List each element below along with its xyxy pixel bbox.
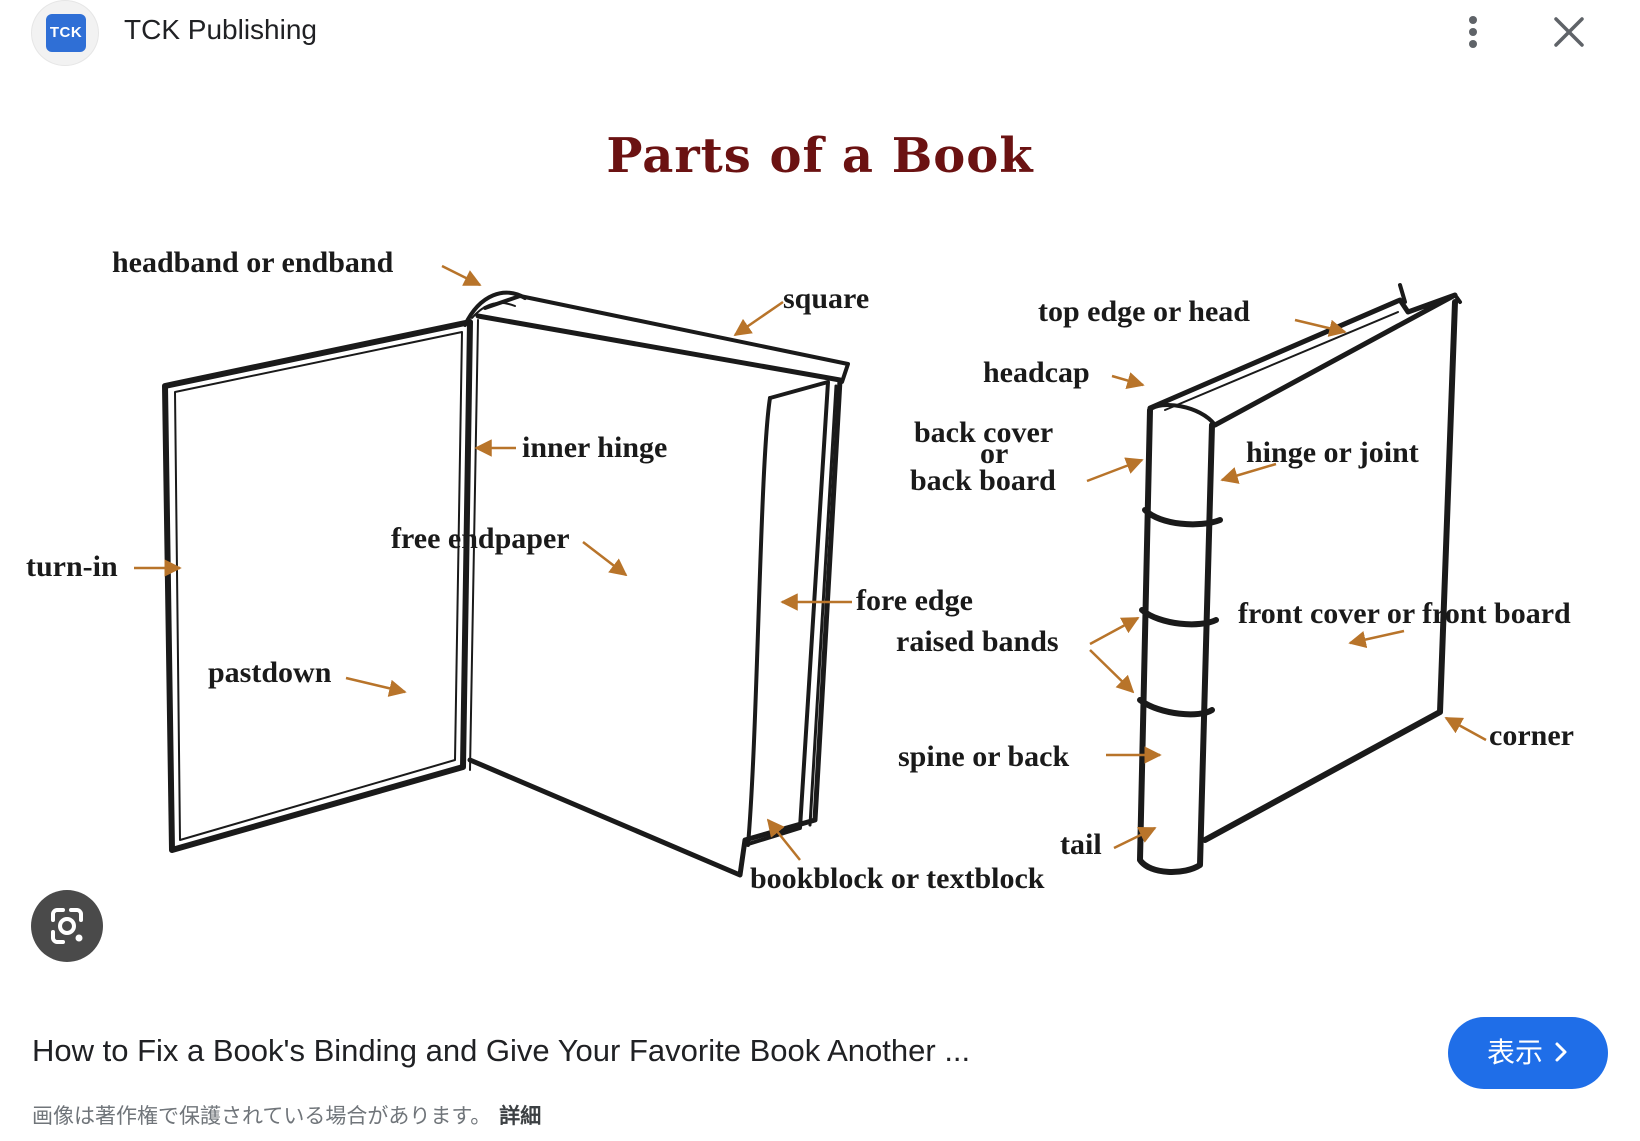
header: TCK TCK Publishing [0, 0, 1640, 70]
diagram-title: Parts of a Book [606, 128, 1034, 184]
arrow-tail [1113, 826, 1157, 850]
site-name[interactable]: TCK Publishing [124, 14, 317, 45]
label-fore-edge: fore edge [856, 584, 973, 617]
details-link[interactable]: 詳細 [499, 1104, 542, 1128]
more-vertical-icon [1469, 16, 1477, 48]
google-lens-icon [51, 908, 83, 944]
callout-arrows [134, 264, 1487, 861]
label-square: square [783, 282, 869, 315]
label-front-cover: front cover or front board [1238, 597, 1571, 630]
book-parts-diagram: headband or endband square top edge or h… [26, 246, 1574, 895]
more-options-button[interactable] [1451, 10, 1495, 54]
label-inner-hinge: inner hinge [522, 431, 667, 464]
site-logo[interactable]: TCK [31, 0, 99, 66]
label-turn-in: turn-in [26, 550, 118, 583]
label-top-edge: top edge or head [1038, 295, 1250, 328]
open-book-drawing [162, 290, 850, 878]
arrow-pastdown [345, 676, 407, 697]
result-title-link[interactable]: How to Fix a Book's Binding and Give You… [32, 1033, 971, 1068]
label-back-cover-line1: back cover [914, 416, 1053, 449]
close-icon [1554, 17, 1584, 47]
label-bookblock: bookblock or textblock [750, 862, 1045, 895]
label-corner: corner [1489, 719, 1574, 752]
arrow-free-endpaper [582, 541, 628, 577]
preview-image[interactable]: Parts of a Book [0, 80, 1640, 980]
close-button[interactable] [1547, 10, 1591, 54]
label-back-cover-line3: back board [910, 464, 1056, 497]
arrow-square [733, 300, 784, 337]
label-headband: headband or endband [112, 246, 394, 279]
label-raised-bands: raised bands [896, 625, 1059, 658]
arrow-back-cover [1086, 457, 1144, 483]
label-pastdown: pastdown [208, 656, 332, 689]
arrow-raised-bands-upper [1089, 616, 1140, 646]
arrow-headcap [1111, 372, 1145, 390]
lens-search-button[interactable] [31, 890, 103, 962]
copyright-notice: 画像は著作権で保護されている場合があります。詳細 [32, 1100, 541, 1130]
label-headcap: headcap [983, 356, 1090, 389]
arrow-headband [441, 264, 482, 287]
arrow-front-cover [1348, 629, 1405, 649]
chevron-right-icon [1553, 1018, 1569, 1090]
arrow-bookblock [766, 818, 801, 861]
arrow-corner [1444, 716, 1487, 742]
label-back-cover-line2: or [980, 437, 1008, 470]
arrow-hinge-joint [1220, 462, 1277, 484]
view-button[interactable]: 表示 [1448, 1017, 1608, 1089]
view-button-label: 表示 [1486, 1036, 1543, 1069]
arrow-top-edge [1294, 318, 1347, 337]
label-spine: spine or back [898, 740, 1069, 773]
label-tail: tail [1060, 828, 1102, 861]
site-logo-text: TCK [46, 14, 86, 52]
label-free-endpaper: free endpaper [391, 522, 570, 555]
arrow-raised-bands-lower [1089, 649, 1135, 694]
copyright-text: 画像は著作権で保護されている場合があります。 [32, 1104, 492, 1128]
closed-book-drawing [1137, 283, 1462, 875]
